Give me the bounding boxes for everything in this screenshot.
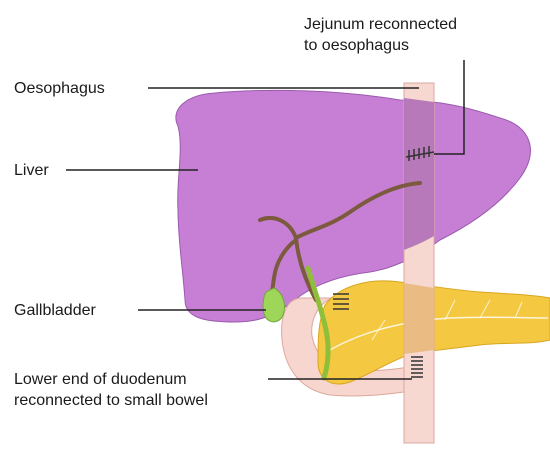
label-jejunum-line2: to oesophagus <box>304 35 457 56</box>
label-liver: Liver <box>14 160 49 181</box>
oesophagus-pancreas-overlap <box>404 283 434 354</box>
label-jejunum-line1: Jejunum reconnected <box>304 14 457 35</box>
label-oesophagus: Oesophagus <box>14 78 105 99</box>
label-gallbladder: Gallbladder <box>14 300 96 321</box>
label-lower-line2: reconnected to small bowel <box>14 390 208 411</box>
label-lower-line1: Lower end of duodenum <box>14 369 208 390</box>
oesophagus-liver-overlap <box>404 98 434 250</box>
label-jejunum-reconnected: Jejunum reconnected to oesophagus <box>304 14 457 56</box>
label-lower-duodenum: Lower end of duodenum reconnected to sma… <box>14 369 208 411</box>
